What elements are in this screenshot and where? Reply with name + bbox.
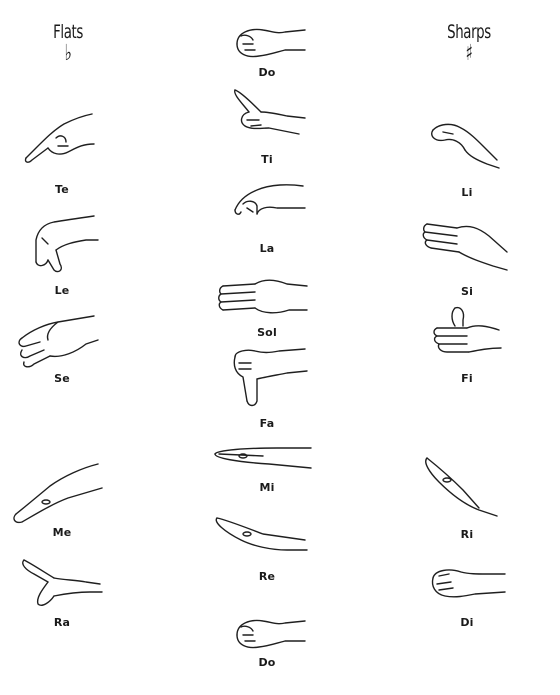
label-fi: Fi	[407, 372, 527, 385]
label-ra: Ra	[2, 616, 122, 629]
sign-di: Di	[407, 560, 527, 650]
label-me: Me	[2, 526, 122, 539]
sign-la: La	[207, 178, 327, 268]
hand-flat-left-icon	[407, 210, 527, 280]
hand-palm-up-icon	[2, 310, 122, 380]
label-sol: Sol	[207, 326, 327, 339]
hand-spread-icon	[2, 550, 122, 620]
sign-se: Se	[2, 310, 122, 400]
flats-title: Flats	[53, 21, 83, 43]
sign-fi: Fi	[407, 300, 527, 390]
sign-fa: Fa	[207, 345, 327, 435]
flats-header: Flats ♭	[45, 22, 92, 65]
label-do-bottom: Do	[207, 656, 327, 669]
thumb-up-icon	[407, 300, 527, 370]
sign-le: Le	[2, 210, 122, 300]
label-te: Te	[2, 183, 122, 196]
label-di: Di	[407, 616, 527, 629]
flat-symbol-icon: ♭	[45, 43, 92, 65]
label-se: Se	[2, 372, 122, 385]
sign-do-bottom: Do	[207, 605, 327, 695]
label-fa: Fa	[207, 417, 327, 430]
sign-te: Te	[2, 110, 122, 200]
sign-ri: Ri	[407, 450, 527, 540]
label-la: La	[207, 242, 327, 255]
label-mi: Mi	[207, 481, 327, 494]
sharps-title: Sharps	[447, 21, 491, 43]
sign-si: Si	[407, 210, 527, 300]
hand-cup-icon	[407, 110, 527, 180]
sign-re: Re	[207, 510, 327, 600]
sharp-symbol-icon: ♯	[442, 43, 497, 65]
label-si: Si	[407, 285, 527, 298]
label-le: Le	[2, 284, 122, 297]
hand-droop-icon	[207, 178, 327, 248]
hand-slant-down-icon	[2, 460, 122, 530]
sign-me: Me	[2, 460, 122, 550]
hand-point-up-icon	[207, 82, 327, 152]
label-ti: Ti	[207, 153, 327, 166]
label-re: Re	[207, 570, 327, 583]
thumb-down-icon	[207, 345, 327, 415]
label-ri: Ri	[407, 528, 527, 541]
hand-slant-right-icon	[407, 450, 527, 520]
hand-point-down-icon	[2, 110, 122, 180]
sign-ti: Ti	[207, 82, 327, 172]
label-do-top: Do	[207, 66, 327, 79]
sign-ra: Ra	[2, 550, 122, 640]
label-li: Li	[407, 186, 527, 199]
sign-li: Li	[407, 110, 527, 200]
hand-horizontal-icon	[207, 440, 327, 510]
hand-hang-icon	[2, 210, 122, 280]
sharps-header: Sharps ♯	[442, 22, 497, 65]
